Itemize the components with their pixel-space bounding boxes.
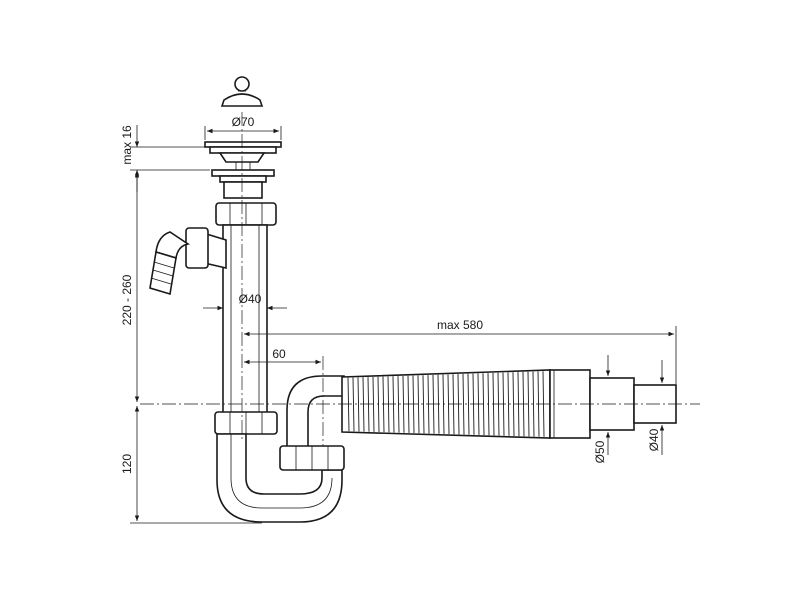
strainer-plug (220, 76, 264, 107)
hose-rib (422, 375, 425, 434)
hose-rib (367, 377, 370, 432)
hose-rib (402, 375, 405, 433)
side-hose-connector (149, 227, 227, 296)
tube-height-label: 220 - 260 (120, 274, 134, 325)
trap-height-label: 120 (120, 454, 134, 474)
flange-height-label: max 16 (120, 125, 134, 165)
dim-tube-height: 220 - 260 (120, 172, 140, 402)
hose-rib (507, 372, 510, 436)
hose-rib (382, 376, 385, 433)
hose-rib (357, 377, 360, 432)
dim-tube-diameter: Ø40 (203, 292, 287, 311)
dim-outlet-diameter-large: Ø50 (593, 355, 611, 463)
hose-rib (417, 375, 420, 434)
dim-trap-height: 120 (120, 406, 262, 524)
dim-cap-diameter: Ø70 (204, 115, 282, 140)
hose-rib (392, 376, 395, 433)
hose-rib (532, 371, 535, 437)
center-lines (140, 112, 700, 440)
offset-label: 60 (272, 347, 286, 361)
dim-hose-length: max 580 (244, 318, 677, 384)
outlet-elbow (279, 375, 345, 471)
lower-nut (214, 411, 278, 435)
dim-offset: 60 (244, 347, 324, 446)
hose-rib (372, 376, 375, 432)
upper-nut (215, 202, 277, 226)
hose-length-label: max 580 (437, 318, 483, 332)
hose-rib (397, 376, 400, 433)
hose-rib (352, 377, 355, 432)
hose-rib (512, 372, 515, 436)
hose-rib (527, 371, 530, 437)
dim-flange-height: max 16 (120, 125, 210, 192)
sink-flange (204, 141, 282, 199)
outlet-diameter-large-label: Ø50 (593, 440, 607, 463)
hose-rib (387, 376, 390, 433)
vertical-tube (222, 224, 268, 416)
hose-rib (467, 373, 470, 435)
cap-diameter-label: Ø70 (232, 115, 255, 129)
hose-rib (347, 377, 350, 432)
hose-rib (362, 377, 365, 432)
hose-rib (462, 373, 465, 435)
outlet-diameter-small-label: Ø40 (647, 428, 661, 451)
corrugated-hose (341, 369, 551, 439)
dim-outlet-diameter-small: Ø40 (647, 360, 665, 455)
hose-rib (377, 376, 380, 433)
tube-diameter-label: Ø40 (239, 292, 262, 306)
